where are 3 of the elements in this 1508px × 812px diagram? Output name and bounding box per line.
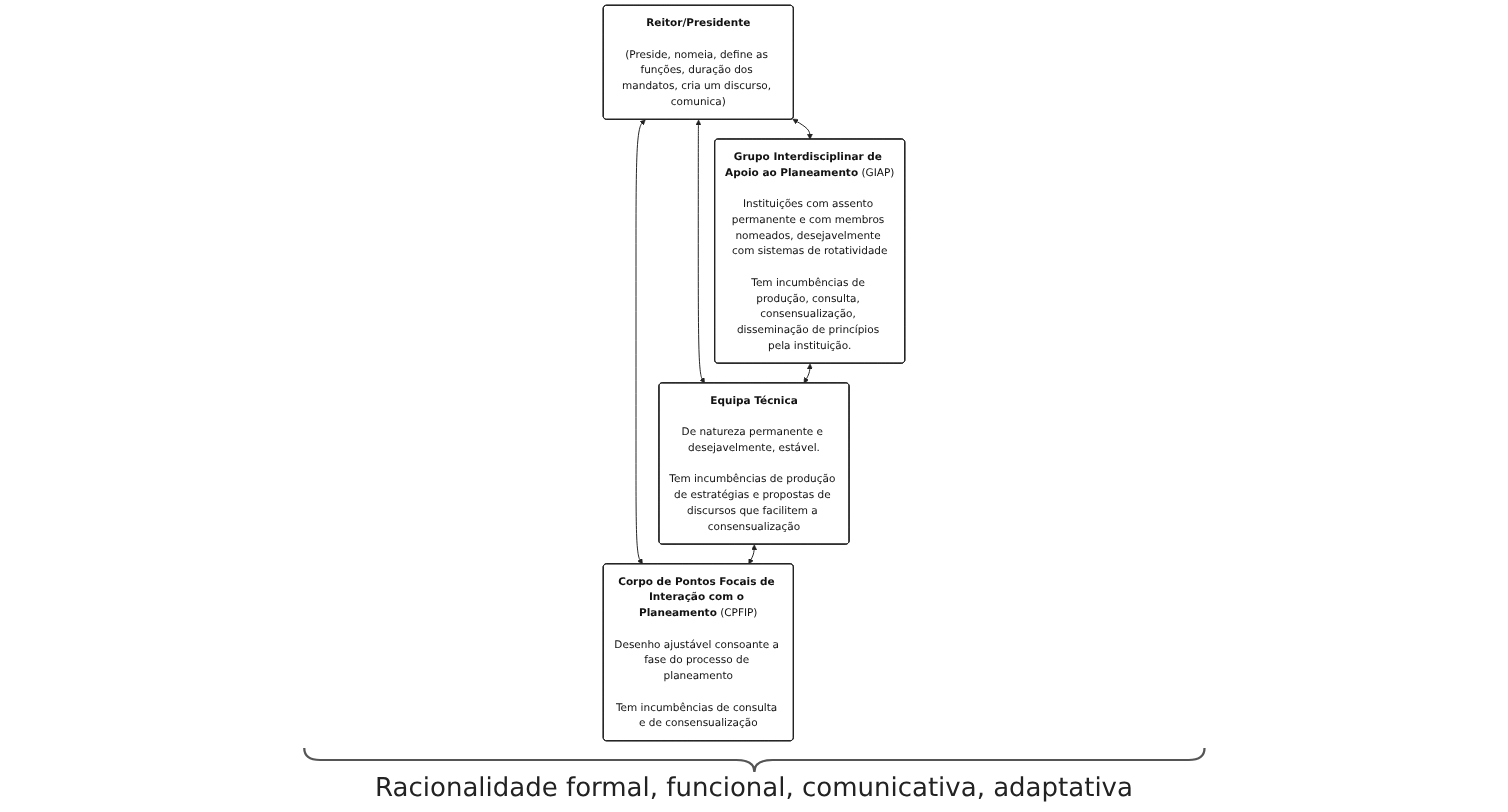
- arrow: [748, 544, 757, 565]
- note-text: Racionalidade formal, funcional, comunicativa, adaptativa: [375, 774, 1133, 804]
- arrow: [803, 363, 813, 384]
